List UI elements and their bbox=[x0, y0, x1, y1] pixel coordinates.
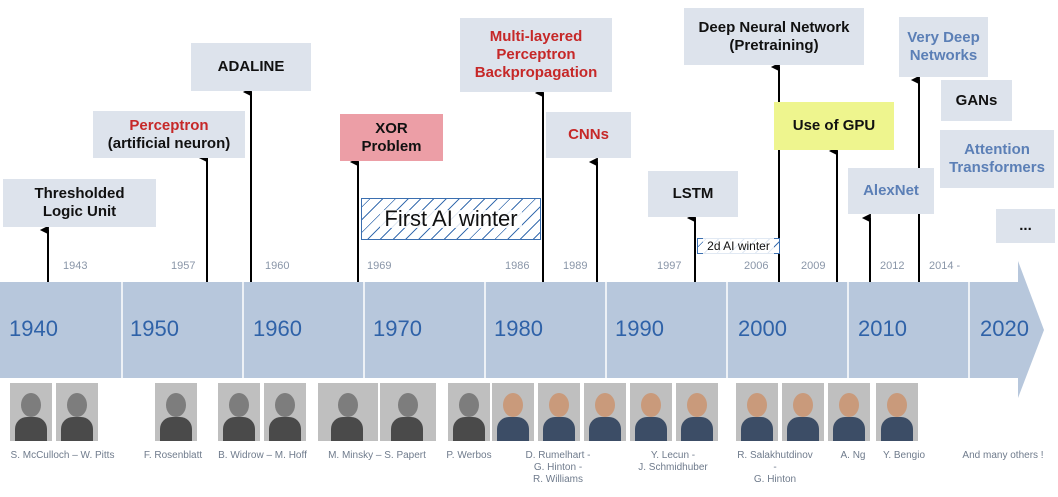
year-label: 1943 bbox=[63, 260, 88, 272]
second-ai-winter-label: 2d AI winter bbox=[703, 237, 774, 255]
people-caption: Y. Lecun - J. Schmidhuber bbox=[638, 450, 708, 473]
people-caption: M. Minsky – S. Papert bbox=[328, 450, 426, 461]
portrait-widrow bbox=[218, 383, 260, 441]
year-label: 1989 bbox=[563, 260, 588, 272]
decade-dividers bbox=[121, 282, 970, 378]
box-cnns: CNNs bbox=[546, 112, 631, 158]
people-caption: And many others ! bbox=[962, 450, 1044, 461]
box-use-of-gpu: Use of GPU bbox=[774, 102, 894, 150]
year-label: 2006 bbox=[744, 260, 769, 272]
box-second-ai-winter: 2d AI winter bbox=[697, 237, 780, 255]
box-very-deep-networks: Very Deep Networks bbox=[899, 17, 988, 77]
people-caption: A. Ng bbox=[840, 450, 866, 461]
box-alexnet: AlexNet bbox=[848, 168, 934, 214]
perceptron-subtitle: (artificial neuron) bbox=[107, 134, 231, 152]
portrait-rosenblatt bbox=[155, 383, 197, 441]
decade-label: 1970 bbox=[373, 316, 422, 341]
year-label: 1986 bbox=[505, 260, 530, 272]
box-ellipsis: ... bbox=[996, 209, 1055, 243]
decade-label: 1940 bbox=[9, 316, 58, 341]
year-label: 1957 bbox=[171, 260, 196, 272]
portrait-bengio bbox=[876, 383, 918, 441]
decade-label: 2000 bbox=[738, 316, 787, 341]
box-adaline: ADALINE bbox=[191, 43, 311, 91]
first-ai-winter-label: First AI winter bbox=[380, 208, 522, 230]
decade-label: 2020 bbox=[980, 316, 1029, 341]
year-label: 2009 bbox=[801, 260, 826, 272]
portrait-hoff bbox=[264, 383, 306, 441]
box-xor-problem: XOR Problem bbox=[340, 114, 443, 161]
portrait-werbos bbox=[448, 383, 490, 441]
portrait-hinton bbox=[538, 383, 580, 441]
portrait-hinton-2 bbox=[782, 383, 824, 441]
box-first-ai-winter: First AI winter bbox=[361, 198, 541, 240]
box-deep-neural-network: Deep Neural Network (Pretraining) bbox=[684, 8, 864, 65]
people-caption: B. Widrow – M. Hoff bbox=[218, 450, 307, 461]
box-lstm: LSTM bbox=[648, 171, 738, 217]
decade-label: 1990 bbox=[615, 316, 664, 341]
portrait-lecun bbox=[630, 383, 672, 441]
year-label: 1969 bbox=[367, 260, 392, 272]
decade-label: 1980 bbox=[494, 316, 543, 341]
people-caption: F. Rosenblatt bbox=[143, 450, 203, 461]
timeline-axis bbox=[0, 261, 1044, 398]
people-caption: Y. Bengio bbox=[882, 450, 926, 461]
box-multi-layered-perceptron: Multi-layered Perceptron Backpropagation bbox=[460, 18, 612, 92]
portrait-salakhutdinov bbox=[736, 383, 778, 441]
portrait-mcculloch bbox=[10, 383, 52, 441]
portrait-schmidhuber bbox=[676, 383, 718, 441]
decade-label: 1950 bbox=[130, 316, 179, 341]
year-label: 2014 - bbox=[929, 260, 961, 272]
box-gans: GANs bbox=[941, 80, 1012, 121]
perceptron-title: Perceptron bbox=[129, 116, 209, 134]
box-attention-transformers: Attention Transformers bbox=[940, 130, 1054, 188]
people-caption: D. Rumelhart - G. Hinton - R. Williams bbox=[525, 450, 591, 485]
portrait-williams bbox=[584, 383, 626, 441]
box-perceptron: Perceptron (artificial neuron) bbox=[93, 111, 245, 158]
portrait-papert bbox=[380, 383, 436, 441]
portrait-ng bbox=[828, 383, 870, 441]
people-caption: P. Werbos bbox=[446, 450, 492, 461]
decade-label: 1960 bbox=[253, 316, 302, 341]
portrait-pitts bbox=[56, 383, 98, 441]
year-label: 2012 bbox=[880, 260, 905, 272]
portrait-minsky bbox=[318, 383, 378, 441]
box-thresholded-logic-unit: Thresholded Logic Unit bbox=[3, 179, 156, 227]
decade-label: 2010 bbox=[858, 316, 907, 341]
year-label: 1997 bbox=[657, 260, 682, 272]
people-caption: S. McCulloch – W. Pitts bbox=[10, 450, 115, 461]
event-arrows bbox=[39, 62, 920, 282]
year-label: 1960 bbox=[265, 260, 290, 272]
people-caption: R. Salakhutdinov - G. Hinton bbox=[737, 450, 813, 485]
portrait-rumelhart bbox=[492, 383, 534, 441]
